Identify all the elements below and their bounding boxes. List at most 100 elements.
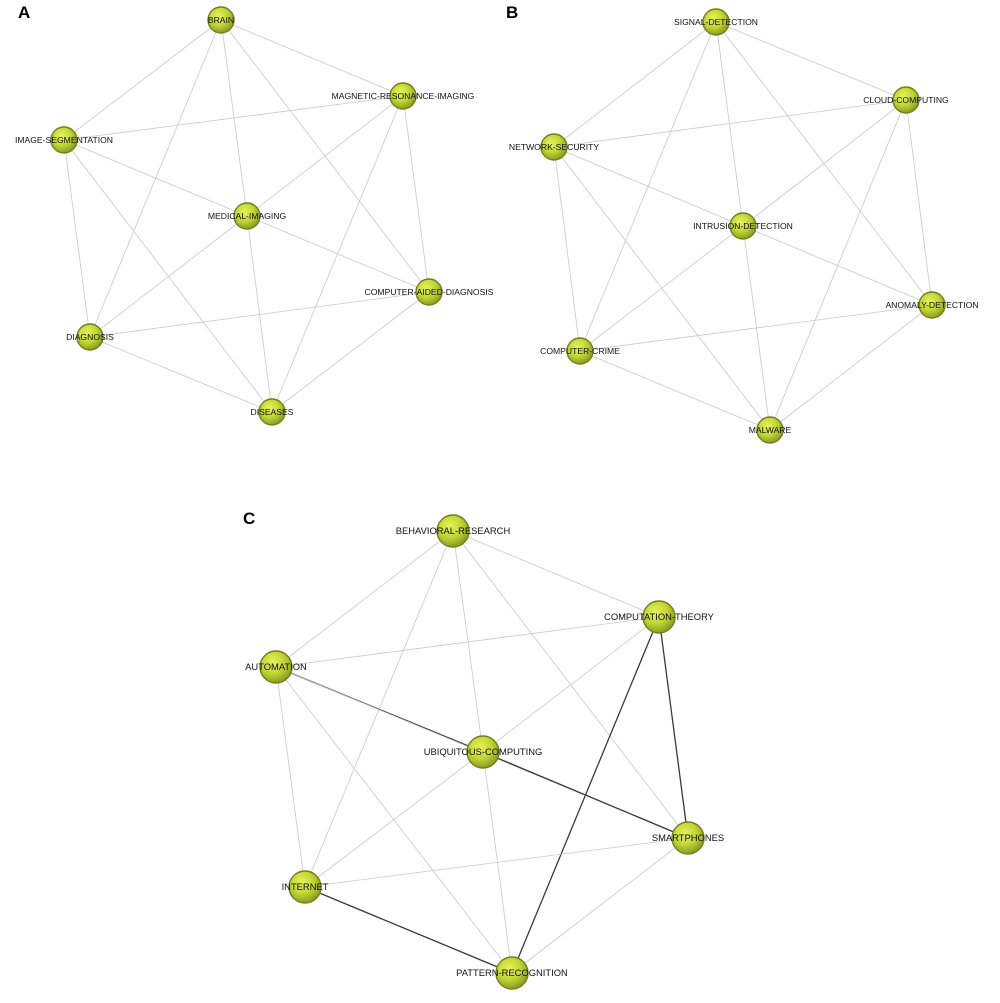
node-circle — [233, 202, 261, 230]
node-circle — [566, 337, 594, 365]
panel-b-edges — [553, 21, 933, 431]
node-circle — [258, 398, 286, 426]
edge-comp-auto — [275, 616, 660, 668]
edge-ids-crime — [579, 225, 744, 352]
edge-comp-ubiq — [482, 616, 660, 753]
node-sig[interactable]: SIGNAL-DETECTION — [674, 8, 758, 36]
node-label: DIAGNOSIS — [66, 332, 114, 342]
edge-diag-cad — [89, 291, 430, 338]
node-imgseg[interactable]: IMAGE-SEGMENTATION — [15, 126, 113, 154]
node-crime[interactable]: COMPUTER-CRIME — [540, 337, 620, 365]
edge-smart-inet — [304, 837, 689, 888]
node-ubiq[interactable]: UBIQUITOUS-COMPUTING — [424, 735, 543, 769]
panel-label-a: A — [18, 3, 30, 22]
node-cloud[interactable]: CLOUD-COMPUTING — [863, 86, 949, 114]
panel-b: B SIGNAL-DETECTIONCLOUD-COMPUTINGNETWORK… — [506, 3, 979, 444]
edge-sig-cloud — [715, 21, 907, 101]
node-mal[interactable]: MALWARE — [749, 416, 792, 444]
edge-imgseg-dis — [63, 139, 273, 413]
node-brain[interactable]: BRAIN — [207, 6, 235, 34]
node-circle — [671, 821, 705, 855]
edge-brain-imgseg — [63, 19, 222, 141]
edge-netsec-ids — [553, 146, 744, 227]
edge-comp-smart — [658, 616, 689, 839]
node-pattern[interactable]: PATTERN-RECOGNITION — [456, 956, 568, 990]
panel-a-edges — [63, 19, 430, 413]
panel-label-c: C — [243, 509, 255, 528]
node-medimg[interactable]: MEDICAL-IMAGING — [208, 202, 287, 230]
node-label: MAGNETIC-RESONANCE-IMAGING — [332, 91, 475, 101]
node-label: AUTOMATION — [245, 661, 307, 672]
node-circle — [729, 212, 757, 240]
edge-diag-dis — [89, 336, 273, 413]
node-label: BEHAVIORAL-RESEARCH — [396, 525, 510, 536]
edge-brain-mri — [220, 19, 404, 97]
node-ids[interactable]: INTRUSION-DETECTION — [693, 212, 793, 240]
node-label: BRAIN — [208, 15, 234, 25]
edge-cloud-netsec — [553, 99, 907, 148]
node-circle — [389, 82, 417, 110]
edge-netsec-crime — [553, 146, 581, 352]
node-circle — [540, 133, 568, 161]
node-circle — [466, 735, 500, 769]
edge-cloud-mal — [769, 99, 907, 431]
node-circle — [702, 8, 730, 36]
node-label: MALWARE — [749, 425, 792, 435]
edge-imgseg-medimg — [63, 139, 248, 217]
edge-cad-dis — [271, 291, 430, 413]
node-inet[interactable]: INTERNET — [282, 870, 329, 904]
edge-cloud-anom — [905, 99, 933, 306]
node-label: ANOMALY-DETECTION — [885, 300, 978, 310]
node-label: DISEASES — [251, 407, 294, 417]
edge-imgseg-diag — [63, 139, 91, 338]
edge-crime-mal — [579, 350, 771, 431]
node-auto[interactable]: AUTOMATION — [245, 650, 307, 684]
edge-brain-diag — [89, 19, 222, 338]
node-label: NETWORK-SECURITY — [509, 142, 600, 152]
node-behav[interactable]: BEHAVIORAL-RESEARCH — [396, 514, 510, 548]
node-anom[interactable]: ANOMALY-DETECTION — [885, 291, 979, 319]
panel-a: A BRAIN MAGNETIC-RESONANCE-IMAGING IMAGE-S… — [15, 3, 494, 426]
edge-behav-comp — [452, 530, 660, 618]
edge-sig-ids — [715, 21, 744, 227]
node-netsec[interactable]: NETWORK-SECURITY — [509, 133, 600, 161]
node-circle — [207, 6, 235, 34]
edge-mri-medimg — [246, 95, 404, 217]
edge-auto-inet — [275, 666, 306, 888]
edge-medimg-diag — [89, 215, 248, 338]
panel-b-nodes: SIGNAL-DETECTION CLOUD-COMPUTING NETWORK-S… — [509, 8, 979, 444]
node-diag[interactable]: DIAGNOSIS — [66, 323, 114, 351]
edge-ids-anom — [742, 225, 933, 306]
edge-cloud-ids — [742, 99, 907, 227]
edge-anom-mal — [769, 304, 933, 431]
edge-ubiq-smart — [482, 751, 689, 839]
node-circle — [76, 323, 104, 351]
node-circle — [495, 956, 529, 990]
node-circle — [918, 291, 946, 319]
node-smart[interactable]: SMARTPHONES — [652, 821, 724, 855]
node-circle — [50, 126, 78, 154]
node-comp[interactable]: COMPUTATION-THEORY — [604, 600, 715, 634]
node-circle — [436, 514, 470, 548]
panel-c-nodes: BEHAVIORAL-RESEARCH COMPUTATION-THEORY AUT… — [245, 514, 724, 990]
node-label: SIGNAL-DETECTION — [674, 17, 758, 27]
panel-c: C BEHAVIORAL-RESEARCH COMPUTATION-THEORY A… — [243, 509, 724, 990]
node-cad[interactable]: COMPUTER-AIDED-DIAGNOSIS — [365, 278, 494, 306]
node-label: CLOUD-COMPUTING — [863, 95, 949, 105]
edge-behav-ubiq — [452, 530, 484, 753]
node-dis[interactable]: DISEASES — [251, 398, 294, 426]
edge-crime-anom — [579, 304, 933, 352]
edge-sig-netsec — [553, 21, 717, 148]
node-label: COMPUTER-AIDED-DIAGNOSIS — [365, 287, 494, 297]
node-label: COMPUTATION-THEORY — [604, 611, 715, 622]
edge-medimg-cad — [246, 215, 430, 293]
node-circle — [892, 86, 920, 114]
node-label: PATTERN-RECOGNITION — [456, 967, 568, 978]
edge-medimg-dis — [246, 215, 273, 413]
node-circle — [259, 650, 293, 684]
node-label: INTRUSION-DETECTION — [693, 221, 793, 231]
node-label: COMPUTER-CRIME — [540, 346, 620, 356]
node-mri[interactable]: MAGNETIC-RESONANCE-IMAGING — [332, 82, 475, 110]
edge-mri-imgseg — [63, 95, 404, 141]
